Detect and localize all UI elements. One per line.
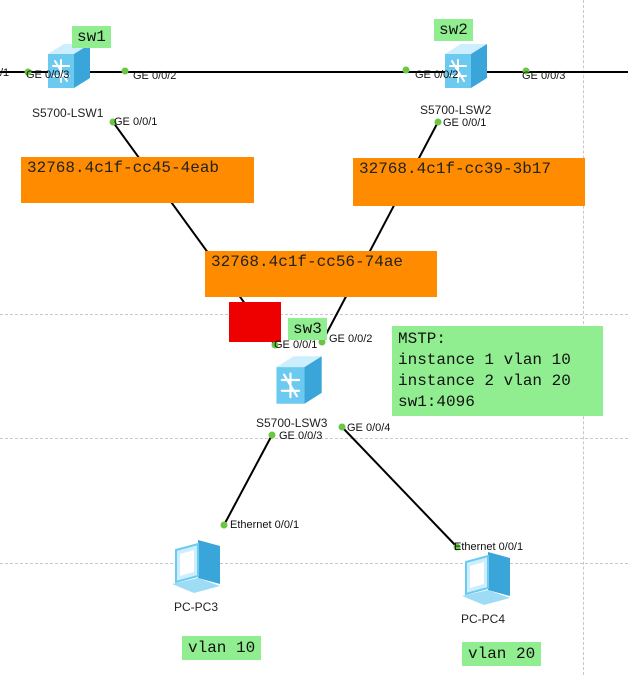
bridge-id-sw1: 32768.4c1f-cc45-4eab — [21, 157, 254, 203]
switch-tag-sw2: sw2 — [434, 19, 473, 41]
port-label: /1 — [0, 67, 10, 79]
port-label: GE 0/0/1 — [443, 117, 487, 129]
bridge-id-sw2: 32768.4c1f-cc39-3b17 — [353, 158, 585, 206]
port-dot — [109, 118, 117, 126]
switch-icon[interactable] — [44, 40, 92, 92]
port-dot — [271, 341, 279, 349]
port-dot — [453, 543, 461, 551]
note-line: sw1:4096 — [398, 393, 475, 411]
port-label: GE 0/0/1 — [114, 116, 158, 128]
pc-icon[interactable] — [168, 536, 224, 596]
port-label: GE 0/0/4 — [347, 422, 391, 434]
vlan-tag-pc3: vlan 10 — [182, 636, 262, 660]
port-label: GE 0/0/2 — [415, 69, 459, 81]
port-dot — [522, 67, 530, 75]
port-dot — [338, 423, 346, 431]
note-line: MSTP: — [398, 330, 447, 348]
port-dot — [24, 68, 32, 76]
link-sw3-pc4[interactable] — [341, 426, 458, 548]
blocked-port-marker — [229, 302, 281, 342]
port-label: GE 0/0/3 — [279, 430, 323, 442]
port-label: GE 0/0/2 — [133, 70, 177, 82]
vlan-tag-pc4: vlan 20 — [462, 642, 542, 666]
note-line: instance 1 vlan 10 — [398, 351, 571, 369]
port-label: GE 0/0/3 — [522, 70, 566, 82]
switch-icon[interactable] — [272, 352, 324, 408]
port-label: GE 0/0/1 — [274, 339, 318, 351]
port-dot — [318, 338, 326, 346]
pc-icon[interactable] — [458, 548, 514, 608]
port-dot — [268, 431, 276, 439]
grid-line — [0, 314, 628, 315]
port-label: GE 0/0/2 — [329, 333, 373, 345]
device-label-sw1: S5700-LSW1 — [32, 106, 104, 120]
mstp-note: MSTP: instance 1 vlan 10 instance 2 vlan… — [392, 326, 603, 416]
port-label: Ethernet 0/0/1 — [230, 519, 300, 531]
device-label-pc4: PC-PC4 — [461, 612, 506, 626]
device-label-sw3: S5700-LSW3 — [256, 416, 328, 430]
switch-icon[interactable] — [441, 40, 489, 92]
port-dot — [121, 67, 129, 75]
device-label-pc3: PC-PC3 — [174, 600, 219, 614]
port-label: Ethernet 0/0/1 — [454, 541, 524, 553]
bridge-id-sw3: 32768.4c1f-cc56-74ae — [205, 251, 437, 297]
link-sw2-sw3[interactable] — [321, 121, 439, 343]
port-label: GE 0/0/3 — [26, 69, 70, 81]
switch-tag-sw1: sw1 — [72, 26, 111, 48]
switch-tag-sw3: sw3 — [288, 318, 327, 340]
port-dot — [220, 521, 228, 529]
grid-line — [0, 563, 628, 564]
link-sw3-pc3[interactable] — [223, 434, 273, 526]
port-dot — [434, 118, 442, 126]
device-label-sw2: S5700-LSW2 — [420, 103, 492, 117]
grid-line — [0, 438, 628, 439]
note-line: instance 2 vlan 20 — [398, 372, 571, 390]
port-dot — [402, 66, 410, 74]
